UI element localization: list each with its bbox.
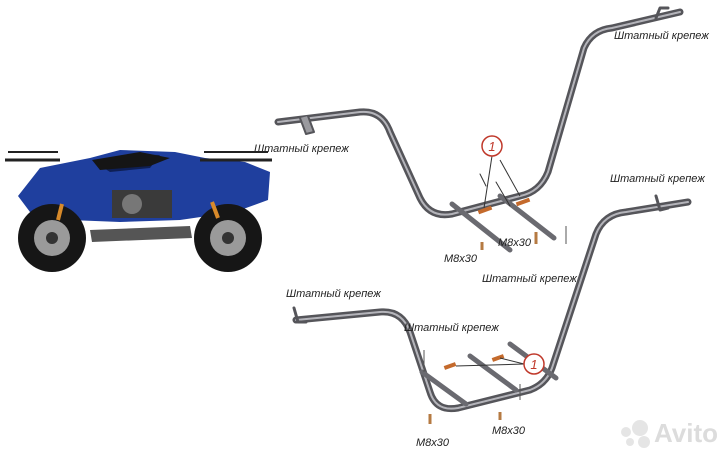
label-stock-mount-lower-middle: Штатный крепеж (404, 322, 499, 334)
upper-guard (274, 6, 684, 253)
lower-guard (292, 194, 692, 413)
label-stock-mount-lower-right: Штатный крепеж (610, 173, 705, 185)
atv-photo (5, 150, 272, 272)
upper-bolts (477, 197, 567, 250)
callout-lower-number: 1 (530, 357, 537, 372)
label-stock-mount-upper-bottom: Штатный крепеж (482, 273, 577, 285)
label-stock-mount-upper-right: Штатный крепеж (614, 30, 709, 42)
lower-bolts (423, 350, 521, 424)
callout-upper: 1 (481, 135, 521, 209)
label-bolt-upper-right: M8x30 (498, 237, 532, 249)
label-bolt-upper-left: M8x30 (444, 253, 478, 265)
label-stock-mount-upper-left: Штатный крепеж (254, 143, 349, 155)
labels: Штатный крепеж Штатный крепеж Штатный кр… (254, 30, 709, 449)
callout-upper-number: 1 (488, 139, 495, 154)
callout-lower: 1 (455, 353, 545, 375)
avito-watermark: Avito (621, 418, 718, 448)
label-stock-mount-lower-left: Штатный крепеж (286, 288, 381, 300)
label-bolt-lower-right: M8x30 (492, 425, 526, 437)
watermark-text: Avito (654, 418, 718, 448)
label-bolt-lower-left: M8x30 (416, 437, 450, 449)
